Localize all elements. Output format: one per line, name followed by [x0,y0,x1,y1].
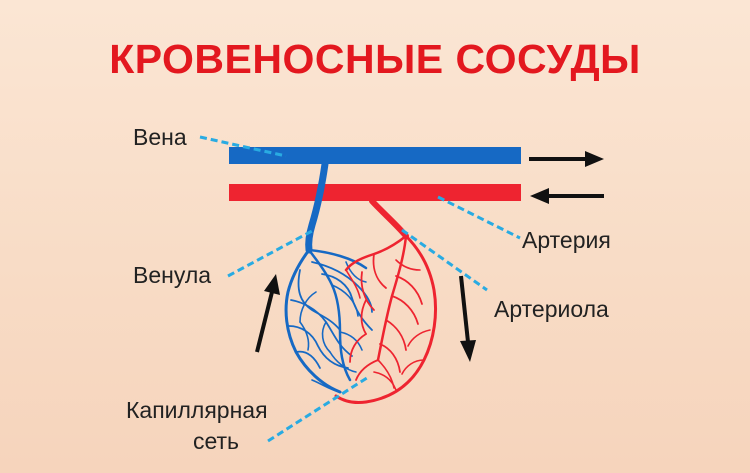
arterial-network [334,198,438,404]
venous-network [284,160,373,394]
artery-vessel [229,184,521,201]
arteriole-pointer [401,228,488,292]
arrow-right-icon [529,151,604,167]
artery-label: Артерия [522,227,611,253]
vein-pointer [199,135,287,158]
diagram-title: КРОВЕНОСНЫЕ СОСУДЫ [109,36,641,82]
arrow-up-icon [255,274,280,353]
capillary-label-line1: Капиллярная [126,397,268,423]
arrow-down-icon [459,275,476,362]
vein-label: Вена [133,124,187,150]
artery-pointer [437,195,521,240]
arteriole-label: Артериола [494,296,609,322]
pointer-lines [199,135,521,443]
venule-label: Венула [133,262,212,288]
venule-pointer [227,229,313,278]
capillary-label-line2: сеть [193,428,240,454]
capillary-pointer [267,374,371,443]
arrow-left-icon [530,188,604,204]
vein-vessel [229,147,521,164]
flow-arrows [255,151,604,362]
